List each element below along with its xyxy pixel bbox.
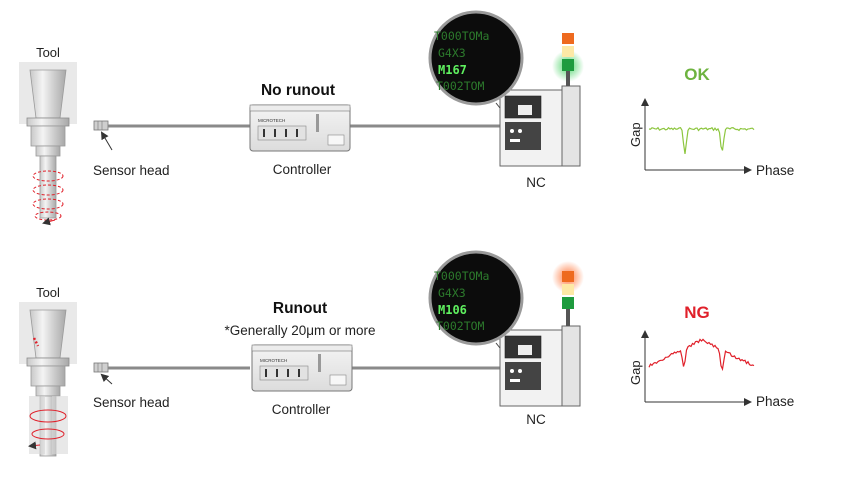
result-label: NG (684, 303, 710, 322)
screen-line: T000TOMa (434, 269, 489, 283)
screen-line: T002TOM (436, 319, 485, 333)
red-lamp (562, 33, 574, 44)
nc-cabinet-icon (499, 85, 581, 167)
screen-line-highlight: M106 (438, 303, 467, 317)
rotation-arrow-icon (32, 170, 64, 226)
green-lamp (562, 297, 574, 309)
sensor-head-label: Sensor head (93, 163, 170, 178)
signal-tower-icon (552, 261, 584, 326)
controller-icon: MICROTECH (249, 104, 351, 152)
controller-brand: MICROTECH (258, 118, 285, 123)
yellow-lamp (562, 284, 574, 295)
red-lamp (562, 271, 574, 282)
controller-label: Controller (273, 162, 332, 177)
y-axis-label: Gap (628, 122, 643, 147)
y-axis-label: Gap (628, 360, 643, 385)
tool-label: Tool (36, 45, 60, 60)
signal-tower-icon (552, 33, 584, 86)
nc-cabinet-icon (499, 325, 581, 407)
nc-screen-zoom: T000TOMa G4X3 M167 T002TOM (428, 10, 524, 109)
sensor-head-label: Sensor head (93, 395, 170, 410)
screen-line: G4X3 (438, 286, 466, 300)
screen-line: G4X3 (438, 46, 466, 60)
x-axis-label: Phase (756, 163, 794, 178)
nc-label: NC (526, 412, 546, 427)
sensor-pointer-arrow (100, 373, 113, 385)
tool-label: Tool (36, 285, 60, 300)
nc-label: NC (526, 175, 546, 190)
green-lamp (562, 59, 574, 71)
controller-brand: MICROTECH (260, 358, 287, 363)
screen-line-highlight: M167 (438, 63, 467, 77)
screen-line: T000TOMa (434, 29, 489, 43)
controller-label: Controller (272, 402, 331, 417)
nc-screen-zoom: T000TOMa G4X3 M106 T002TOM (428, 250, 524, 349)
row-title: No runout (261, 82, 335, 99)
row-subtitle: *Generally 20μm or more (224, 323, 375, 338)
gap-trace (648, 126, 755, 154)
sensor-head-icon (93, 362, 109, 373)
sensor-head-icon (93, 120, 109, 131)
yellow-lamp (562, 46, 574, 57)
gap-trace (648, 338, 755, 372)
row-title: Runout (273, 300, 327, 317)
sensor-pointer-arrow (100, 131, 113, 151)
gap-phase-plot: Gap Phase (628, 98, 794, 178)
screen-line: T002TOM (436, 79, 485, 93)
controller-icon: MICROTECH (251, 344, 353, 392)
rotation-arrow-icon (28, 409, 67, 450)
x-axis-label: Phase (756, 394, 794, 409)
gap-phase-plot: Gap Phase (628, 330, 794, 409)
row-runout: Tool Sensor head Runout (19, 250, 794, 457)
tool-holder-icon (19, 302, 77, 457)
result-label: OK (684, 65, 710, 84)
row-no-runout: Tool Sensor head No runout (19, 10, 794, 226)
